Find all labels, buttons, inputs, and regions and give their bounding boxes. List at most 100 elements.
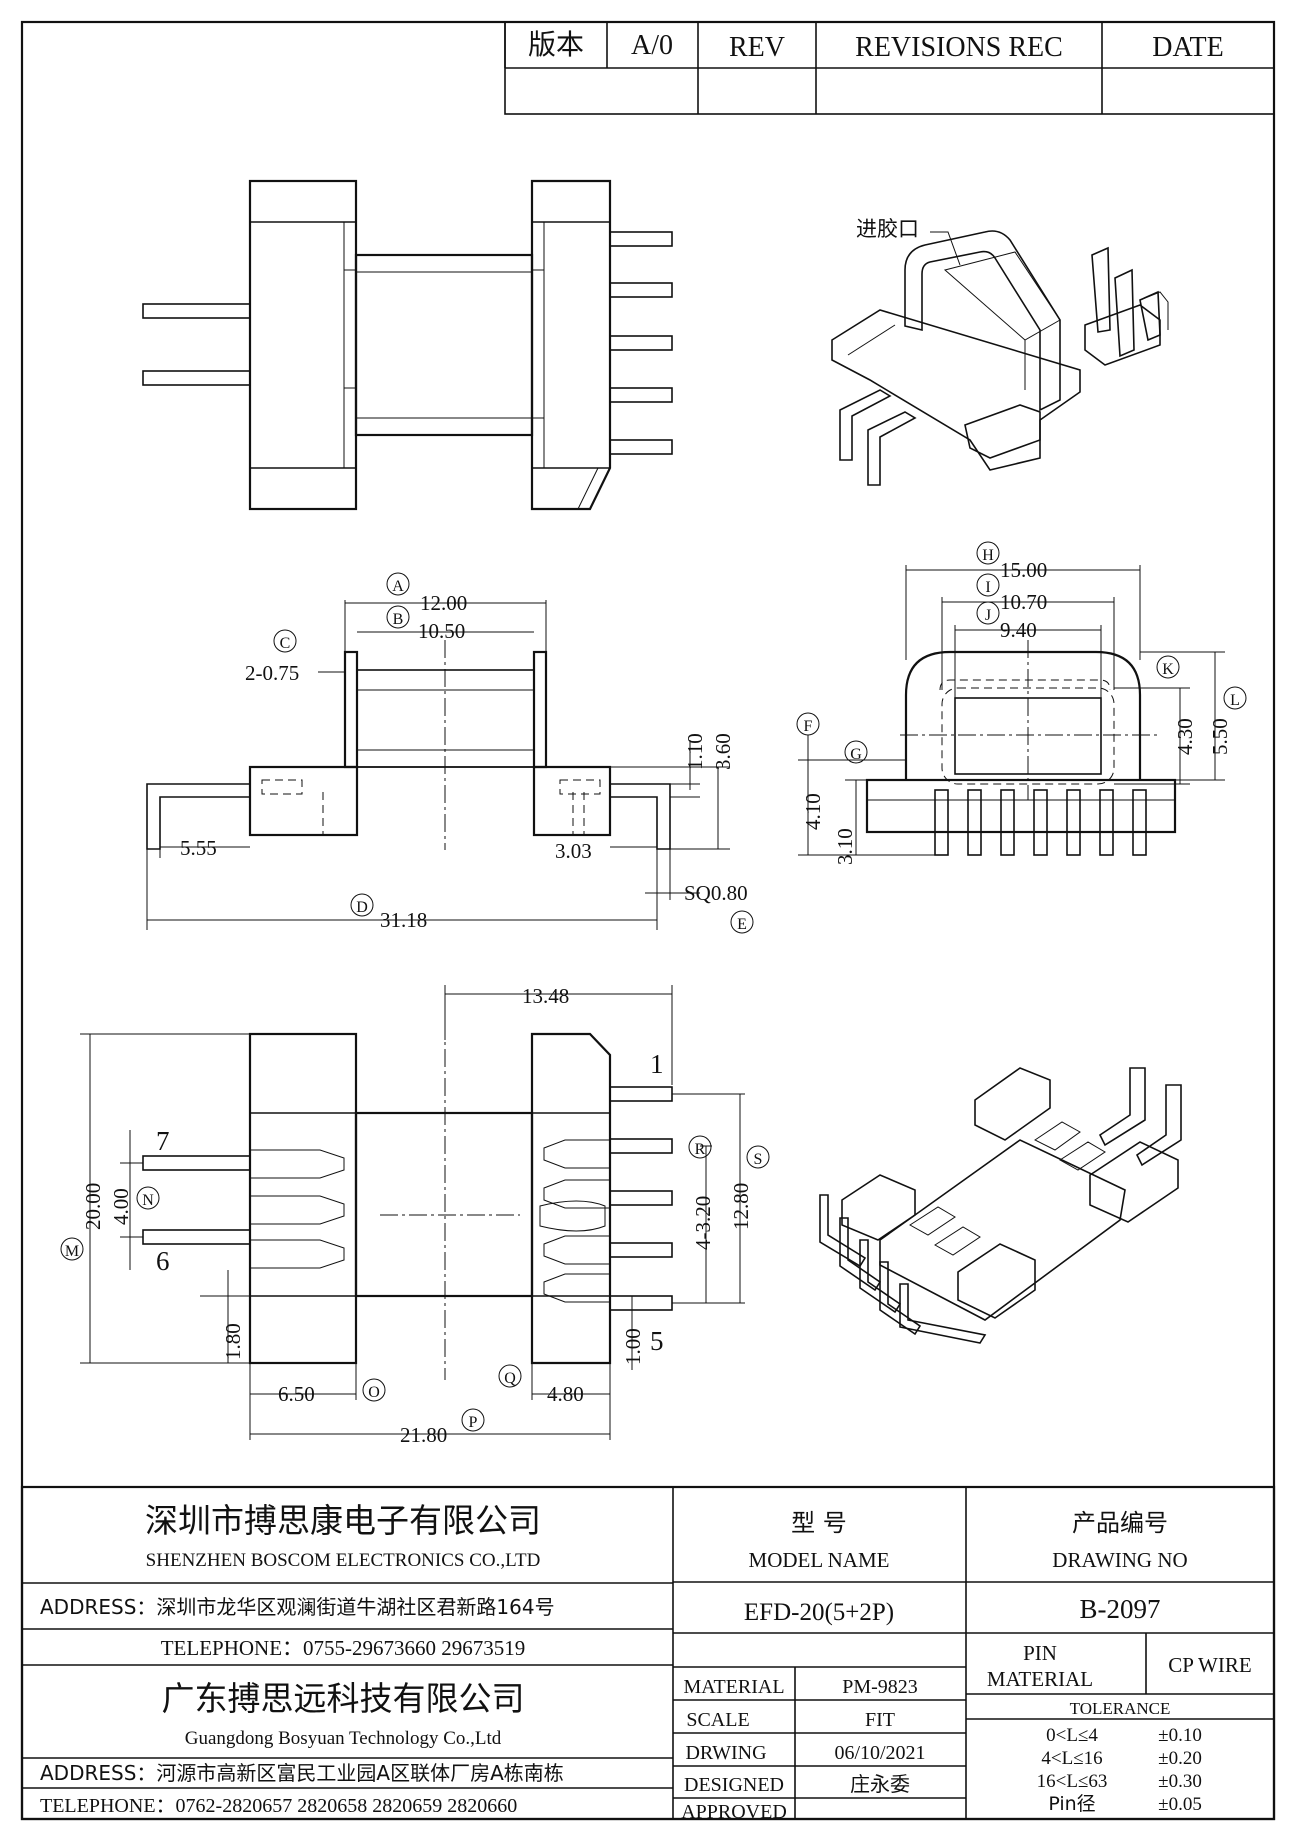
dim-b-value: 10.50 — [418, 619, 465, 643]
tolerance-value: ±0.30 — [1158, 1771, 1202, 1792]
version-value: A/0 — [631, 30, 673, 61]
material-label: MATERIAL — [683, 1676, 784, 1698]
end-view: 15.00 H 10.70 I 9.40 J K 4.30 L 5.50 F — [796, 541, 1247, 865]
iso-view-bottom — [819, 1067, 1182, 1344]
dim-1-10: 1.10 — [683, 733, 707, 770]
dim-h-value: 15.00 — [1000, 558, 1047, 582]
callout-b: B — [393, 611, 404, 628]
dim-c-value: 2-0.75 — [245, 661, 299, 685]
dim-n-value: 4.00 — [109, 1188, 133, 1225]
dim-s-value: 12.80 — [729, 1183, 753, 1230]
pin-number-5: 5 — [650, 1326, 664, 1356]
company2-name-cn: 广东搏思远科技有限公司 — [162, 1679, 525, 1718]
tolerance-range: Pin径 — [1048, 1793, 1095, 1815]
tolerance-range: 16<L≤63 — [1037, 1771, 1108, 1792]
dim-a-value: 12.00 — [420, 591, 467, 615]
top-view-pin — [609, 439, 673, 455]
dim-5-55: 5.55 — [180, 836, 217, 860]
designed-value: 庄永委 — [850, 1772, 910, 1796]
company-telephone-2: TELEPHONE：0762-2820657 2820658 2820659 2… — [40, 1795, 517, 1817]
dim-13-48: 13.48 — [522, 984, 569, 1008]
dim-l-value: 5.50 — [1208, 718, 1232, 755]
tolerance-value: ±0.20 — [1158, 1748, 1202, 1769]
top-view-pin — [609, 282, 673, 298]
callout-r: R — [695, 1141, 706, 1158]
dim-o-value: 6.50 — [278, 1382, 315, 1406]
side-view: 12.00 A 10.50 B C 2-0.75 5.55 3.03 1.10 … — [146, 572, 754, 934]
callout-n: N — [142, 1192, 154, 1209]
callout-c: C — [280, 635, 291, 652]
dim-i-value: 10.70 — [1000, 590, 1047, 614]
callout-j: J — [985, 607, 991, 624]
tolerance-range: 4<L≤16 — [1041, 1748, 1102, 1769]
callout-d: D — [356, 899, 368, 916]
callout-p: P — [469, 1414, 478, 1431]
callout-k: K — [1162, 661, 1174, 678]
model-name-cn: 型 号 — [791, 1509, 847, 1537]
callout-f: F — [804, 718, 813, 735]
tolerance-range: 0<L≤4 — [1046, 1725, 1098, 1746]
callout-q: Q — [504, 1370, 516, 1387]
dim-d-value: 31.18 — [380, 908, 427, 932]
tolerance-value: ±0.10 — [1158, 1725, 1202, 1746]
dim-3-60: 3.60 — [711, 733, 735, 770]
drawing-no-en: DRAWING NO — [1052, 1548, 1187, 1572]
approved-label: APPROVED — [681, 1801, 787, 1823]
callout-l: L — [1230, 692, 1240, 709]
callout-h: H — [982, 547, 994, 564]
date-label: DATE — [1152, 32, 1224, 63]
dim-1-80: 1.80 — [221, 1323, 245, 1360]
tolerance-label: TOLERANCE — [1070, 1699, 1171, 1718]
pin-material-label-2: MATERIAL — [987, 1667, 1093, 1691]
callout-e: E — [737, 916, 747, 933]
callout-m: M — [65, 1243, 79, 1260]
callout-g: G — [850, 746, 862, 763]
company-address-2: ADDRESS：河源市高新区富民工业园A区联体厂房A栋南栋 — [40, 1761, 564, 1785]
iso-view-top: 进胶口 — [831, 217, 1169, 486]
gate-callout: 进胶口 — [856, 217, 919, 241]
callout-s: S — [754, 1151, 763, 1168]
revision-block: 版本 A/0 REV REVISIONS REC DATE — [504, 21, 1275, 115]
scale-value: FIT — [865, 1709, 895, 1731]
model-name-value: EFD-20(5+2P) — [744, 1599, 894, 1626]
top-view-pin — [609, 335, 673, 351]
drawing-date: 06/10/2021 — [834, 1742, 925, 1764]
company2-name-en: Guangdong Bosyuan Technology Co.,Ltd — [185, 1728, 502, 1749]
revisions-label: REVISIONS REC — [855, 32, 1063, 63]
version-label: 版本 — [528, 28, 584, 61]
company-name-en: SHENZHEN BOSCOM ELECTRONICS CO.,LTD — [146, 1550, 541, 1571]
dim-f-value: 4.10 — [801, 793, 825, 830]
callout-o: O — [368, 1384, 380, 1401]
dim-g-value: 3.10 — [833, 828, 857, 865]
pin-material-label-1: PIN — [1023, 1641, 1057, 1665]
pin-number-7: 7 — [156, 1126, 170, 1156]
dim-j-value: 9.40 — [1000, 618, 1037, 642]
top-view-pin — [142, 370, 251, 386]
dim-1-00: 1.00 — [621, 1328, 645, 1365]
company-address-1: ADDRESS：深圳市龙华区观澜街道牛湖社区君新路164号 — [40, 1595, 555, 1619]
top-view-pin — [609, 387, 673, 403]
designed-label: DESIGNED — [684, 1774, 784, 1796]
tolerance-value: ±0.05 — [1158, 1794, 1202, 1815]
dim-3-03: 3.03 — [555, 839, 592, 863]
callout-i: I — [985, 579, 990, 596]
company-name-cn: 深圳市搏思康电子有限公司 — [145, 1501, 541, 1540]
dim-e-value: SQ0.80 — [684, 881, 748, 905]
dim-q-value: 4.80 — [547, 1382, 584, 1406]
callout-a: A — [392, 578, 404, 595]
pin-number-1: 1 — [650, 1049, 664, 1079]
top-view-pin — [142, 303, 251, 319]
drawing-label: DRWING — [685, 1742, 766, 1764]
top-view-pin — [609, 231, 673, 247]
scale-label: SCALE — [686, 1709, 749, 1731]
dim-m-value: 20.00 — [81, 1183, 105, 1230]
pin-material-value: CP WIRE — [1168, 1653, 1251, 1677]
model-name-en: MODEL NAME — [749, 1548, 890, 1572]
company-telephone-1: TELEPHONE：0755-29673660 29673519 — [161, 1636, 526, 1660]
rev-label: REV — [729, 32, 785, 63]
drawing-no-cn: 产品编号 — [1072, 1509, 1168, 1537]
bottom-view: 1 5 7 6 13.48 20.00 M 4.00 N 1.80 4-3.20 — [60, 984, 770, 1447]
top-view — [142, 179, 673, 511]
dim-k-value: 4.30 — [1173, 718, 1197, 755]
